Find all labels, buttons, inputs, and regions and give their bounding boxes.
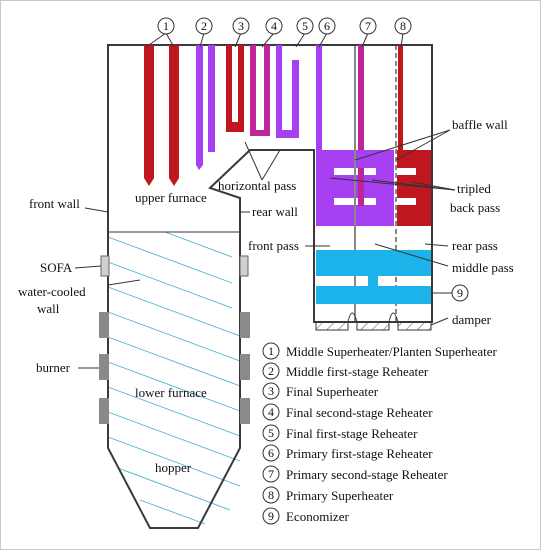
legend: 1 Middle Superheater/Planten Superheater… [262, 342, 497, 525]
burner-left-2 [99, 354, 109, 380]
burner-left-1 [99, 312, 109, 338]
legend-number: 1 [268, 344, 274, 358]
panel-final-superheater [226, 45, 244, 132]
legend-text: Middle first-stage Reheater [286, 364, 429, 379]
dampers [315, 312, 432, 331]
marker-9: 9 [457, 286, 463, 300]
legend-text: Primary second-stage Reheater [286, 467, 448, 482]
legend-text: Final second-stage Reheater [286, 405, 433, 420]
middle-pass-reheater-bank [356, 150, 394, 226]
marker-2: 2 [201, 19, 207, 33]
label-damper: damper [452, 312, 492, 327]
label-back-pass: back pass [450, 200, 500, 215]
panel-primary-superheater-riser [398, 45, 403, 150]
panel-middle-first-reheater [196, 45, 203, 170]
legend-number: 8 [268, 488, 274, 502]
legend-item: 1 Middle Superheater/Planten Superheater [262, 342, 497, 360]
marker-5: 5 [302, 19, 308, 33]
marker-6: 6 [324, 19, 330, 33]
legend-item: 2 Middle first-stage Reheater [262, 362, 429, 380]
panel-middle-first-reheater-2 [208, 45, 215, 152]
legend-text: Economizer [286, 509, 349, 524]
marker-3: 3 [238, 19, 244, 33]
label-rear-wall: rear wall [252, 204, 298, 219]
panel-final-second-reheater [250, 45, 270, 136]
label-upper-furnace: upper furnace [135, 190, 207, 205]
panel-middle-superheater-2 [169, 45, 179, 186]
legend-number: 5 [268, 426, 274, 440]
legend-number: 6 [268, 446, 274, 460]
label-tripled: tripled [457, 181, 491, 196]
sofa-nozzle-right [239, 255, 249, 277]
superheater-panels [144, 45, 403, 186]
label-water-cooled-wall: wall [37, 301, 60, 316]
legend-number: 9 [268, 509, 274, 523]
label-water-cooled: water-cooled [18, 284, 86, 299]
burner-right-3 [240, 398, 250, 424]
legend-text: Final first-stage Reheater [286, 426, 418, 441]
burner-right-1 [240, 312, 250, 338]
label-front-wall: front wall [29, 196, 80, 211]
legend-number: 4 [268, 405, 274, 419]
panel-middle-superheater-1 [144, 45, 154, 186]
legend-item: 9 Economizer [262, 507, 349, 525]
nozzles [99, 255, 250, 424]
economizer-bank-lower [316, 286, 431, 304]
panel-primary-second-reheater-riser [358, 45, 364, 150]
legend-item: 7 Primary second-stage Reheater [262, 465, 448, 483]
label-front-pass: front pass [248, 238, 299, 253]
marker-1: 1 [163, 19, 169, 33]
panel-primary-first-reheater-riser [316, 45, 322, 150]
legend-item: 4 Final second-stage Reheater [262, 403, 433, 421]
label-lower-furnace: lower furnace [135, 385, 207, 400]
sofa-nozzle-left [100, 255, 110, 277]
legend-number: 2 [268, 364, 274, 378]
label-rear-pass: rear pass [452, 238, 498, 253]
legend-text: Primary first-stage Reheater [286, 446, 433, 461]
label-middle-pass: middle pass [452, 260, 514, 275]
panel-final-first-reheater [276, 45, 299, 138]
marker-8: 8 [400, 19, 406, 33]
front-pass-reheater-bank [316, 150, 354, 226]
leader-lines [74, 32, 456, 369]
legend-text: Final Superheater [286, 384, 379, 399]
legend-number: 7 [268, 467, 274, 481]
economizer-link [368, 276, 378, 286]
legend-item: 5 Final first-stage Reheater [262, 424, 418, 442]
economizer-bank-upper [316, 250, 431, 276]
legend-item: 3 Final Superheater [262, 382, 379, 400]
back-pass-banks [316, 150, 431, 304]
burner-left-3 [99, 398, 109, 424]
legend-text: Middle Superheater/Planten Superheater [286, 344, 497, 359]
water-wall-hatching [107, 231, 241, 525]
rear-pass-superheater-bank [397, 150, 431, 226]
marker-7: 7 [365, 19, 371, 33]
label-baffle-wall: baffle wall [452, 117, 508, 132]
label-horizontal-pass: horizontal pass [218, 178, 296, 193]
marker-4: 4 [271, 19, 277, 33]
legend-item: 8 Primary Superheater [262, 486, 394, 504]
legend-item: 6 Primary first-stage Reheater [262, 444, 433, 462]
label-hopper: hopper [155, 460, 192, 475]
diagram-labels: upper furnace horizontal pass front wall… [18, 117, 514, 475]
label-burner: burner [36, 360, 71, 375]
legend-number: 3 [268, 384, 274, 398]
label-sofa: SOFA [40, 260, 73, 275]
top-number-markers: 1 2 3 4 5 6 7 8 9 [157, 17, 469, 302]
legend-text: Primary Superheater [286, 488, 394, 503]
burner-right-2 [240, 354, 250, 380]
